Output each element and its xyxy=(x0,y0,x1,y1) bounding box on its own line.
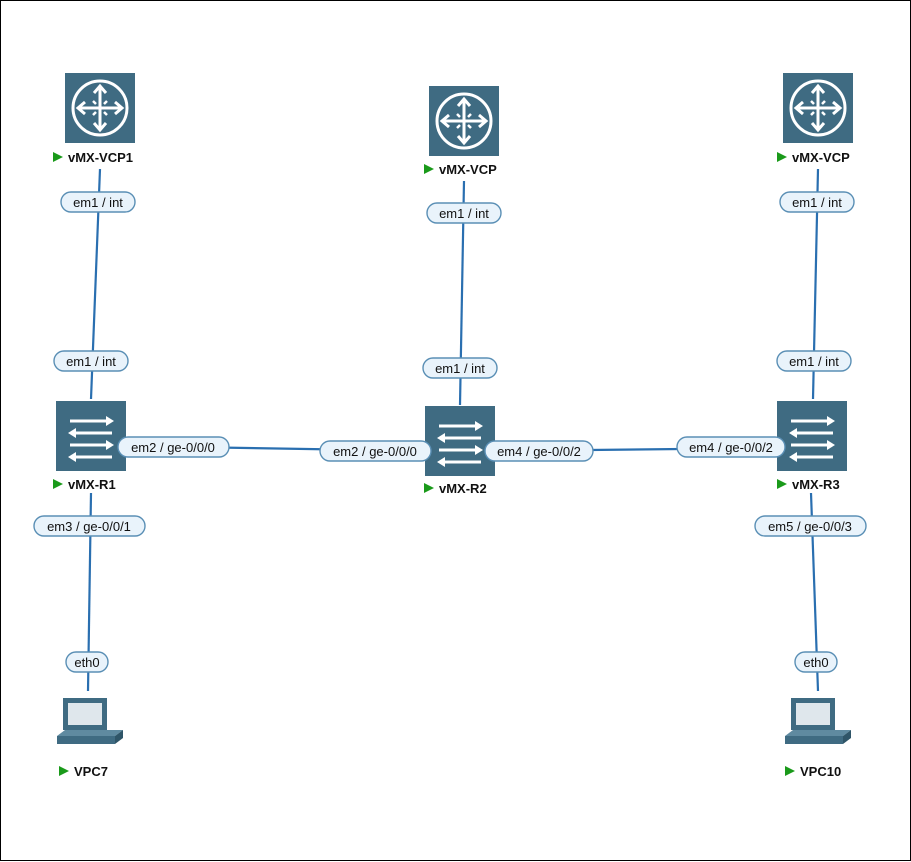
node-name: vMX-R1 xyxy=(68,477,116,492)
port-label: em3 / ge-0/0/1 xyxy=(33,515,146,537)
port-text: em4 / ge-0/0/2 xyxy=(497,444,581,459)
running-status-icon xyxy=(53,479,63,489)
port-label: em4 / ge-0/0/2 xyxy=(484,440,594,462)
port-label: eth0 xyxy=(794,651,838,673)
port-label: em1 / int xyxy=(60,191,136,213)
node-label-r1: vMX-R1 xyxy=(53,477,116,492)
running-status-icon xyxy=(53,152,63,162)
port-label: em1 / int xyxy=(53,350,129,372)
node-name: VPC7 xyxy=(74,764,108,779)
switch-icon[interactable] xyxy=(54,399,128,473)
port-label: em1 / int xyxy=(426,202,502,224)
port-text: eth0 xyxy=(74,655,99,670)
pc-icon[interactable] xyxy=(57,698,123,744)
node-name: vMX-R2 xyxy=(439,481,487,496)
running-status-icon xyxy=(424,483,434,493)
node-name: vMX-VCP xyxy=(439,162,497,177)
port-text: em1 / int xyxy=(789,354,839,369)
port-text: em1 / int xyxy=(73,195,123,210)
port-text: em2 / ge-0/0/0 xyxy=(131,440,215,455)
port-text: em1 / int xyxy=(792,195,842,210)
router-icon[interactable] xyxy=(781,71,855,145)
router-icon[interactable] xyxy=(427,84,501,158)
node-label-vpc10: VPC10 xyxy=(785,764,841,779)
port-text: em1 / int xyxy=(66,354,116,369)
port-text: em3 / ge-0/0/1 xyxy=(47,519,131,534)
port-label: em1 / int xyxy=(779,191,855,213)
port-label: em1 / int xyxy=(776,350,852,372)
port-text: em1 / int xyxy=(435,361,485,376)
port-text: em2 / ge-0/0/0 xyxy=(333,444,417,459)
node-name: VPC10 xyxy=(800,764,841,779)
running-status-icon xyxy=(777,479,787,489)
port-label: eth0 xyxy=(65,651,109,673)
node-name: vMX-VCP1 xyxy=(68,150,133,165)
router-icon[interactable] xyxy=(63,71,137,145)
switch-icon[interactable] xyxy=(775,399,849,473)
node-label-vcp3: vMX-VCP xyxy=(777,150,850,165)
switch-icon[interactable] xyxy=(423,404,497,478)
running-status-icon xyxy=(777,152,787,162)
pc-icon[interactable] xyxy=(785,698,851,744)
port-label: em2 / ge-0/0/0 xyxy=(319,440,432,462)
port-label: em5 / ge-0/0/3 xyxy=(754,515,867,537)
node-label-vpc7: VPC7 xyxy=(59,764,108,779)
port-text: em4 / ge-0/0/2 xyxy=(689,440,773,455)
running-status-icon xyxy=(59,766,69,776)
port-text: em1 / int xyxy=(439,206,489,221)
node-label-r2: vMX-R2 xyxy=(424,481,487,496)
port-text: em5 / ge-0/0/3 xyxy=(768,519,852,534)
node-label-vcp2: vMX-VCP xyxy=(424,162,497,177)
port-label: em1 / int xyxy=(422,357,498,379)
node-name: vMX-VCP xyxy=(792,150,850,165)
port-label: em2 / ge-0/0/0 xyxy=(117,436,230,458)
node-name: vMX-R3 xyxy=(792,477,840,492)
running-status-icon xyxy=(785,766,795,776)
running-status-icon xyxy=(424,164,434,174)
port-text: eth0 xyxy=(803,655,828,670)
node-label-vcp1: vMX-VCP1 xyxy=(53,150,133,165)
port-label: em4 / ge-0/0/2 xyxy=(676,436,786,458)
node-label-r3: vMX-R3 xyxy=(777,477,840,492)
